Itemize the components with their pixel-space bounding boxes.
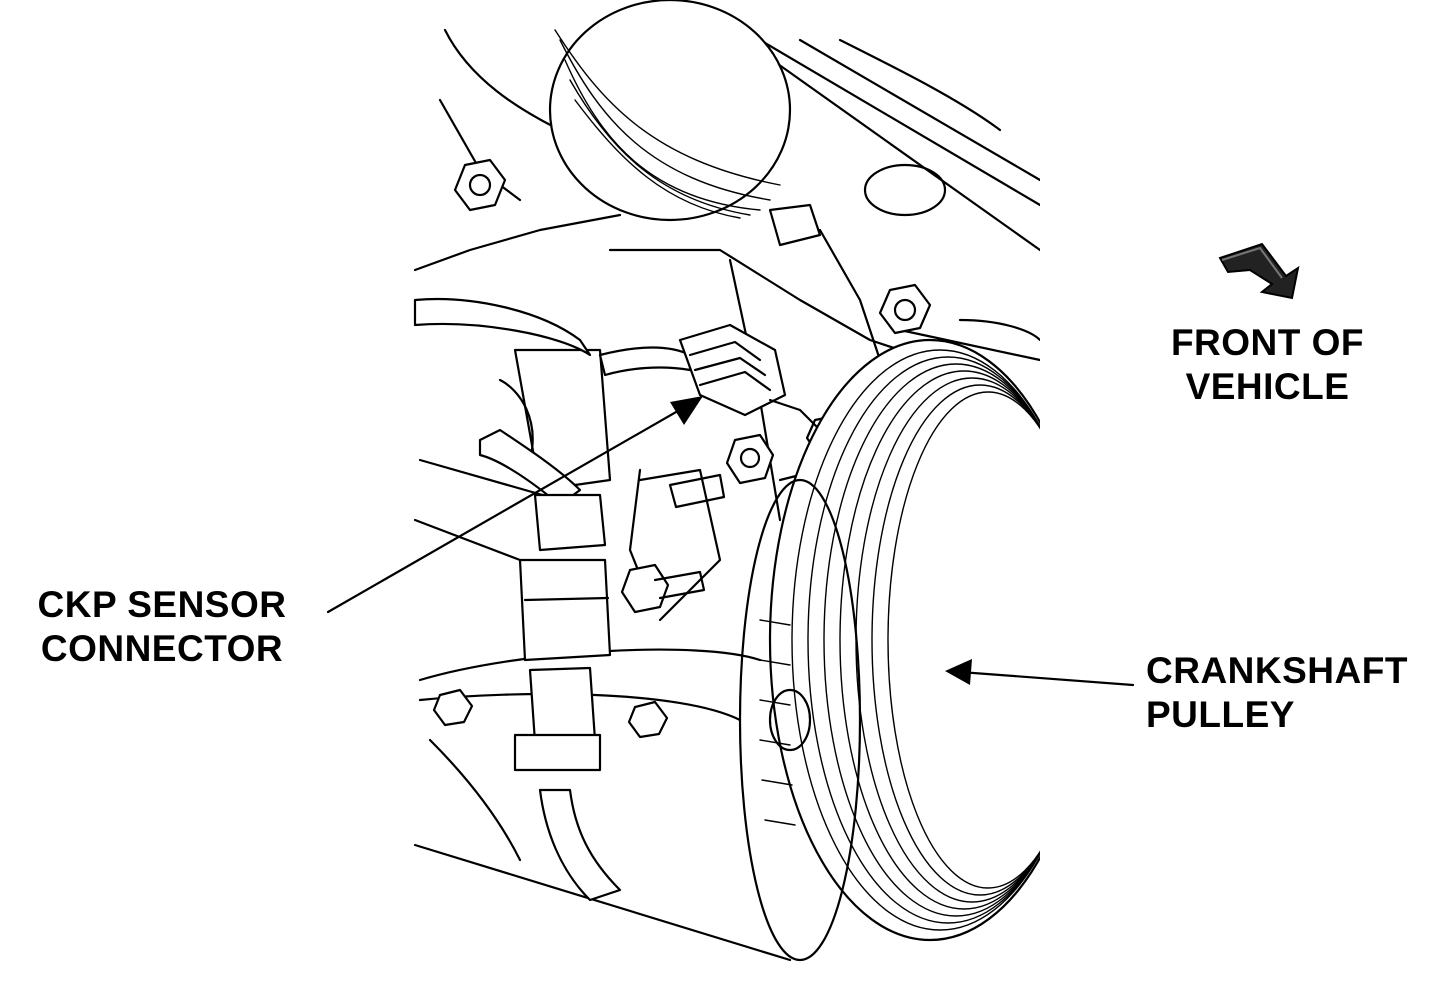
wiring-harness bbox=[413, 297, 692, 902]
ckp-label-line-1: CKP SENSOR bbox=[37, 584, 287, 625]
upper-pulley bbox=[548, 0, 792, 222]
crankshaft-pulley-drawing bbox=[738, 0, 1439, 993]
crank-label-line-1: CRANKSHAFT bbox=[1146, 650, 1408, 691]
front-label-line-1: FRONT OF bbox=[1170, 322, 1365, 363]
front-arrow-icon bbox=[1218, 242, 1300, 300]
harness-connectors bbox=[513, 493, 612, 772]
ckp-label-line-2: CONNECTOR bbox=[40, 628, 284, 669]
crank-label-line-2: PULLEY bbox=[1146, 694, 1295, 735]
leader-arrows bbox=[326, 396, 1135, 687]
crankshaft-pulley-label: CRANKSHAFT PULLEY bbox=[1146, 649, 1436, 737]
ckp-sensor-connector-drawing bbox=[678, 323, 832, 482]
front-of-vehicle-label: FRONT OF VEHICLE bbox=[1150, 321, 1385, 409]
front-label-line-2: VEHICLE bbox=[1185, 366, 1350, 407]
ckp-sensor-connector-label: CKP SENSOR CONNECTOR bbox=[22, 583, 302, 671]
